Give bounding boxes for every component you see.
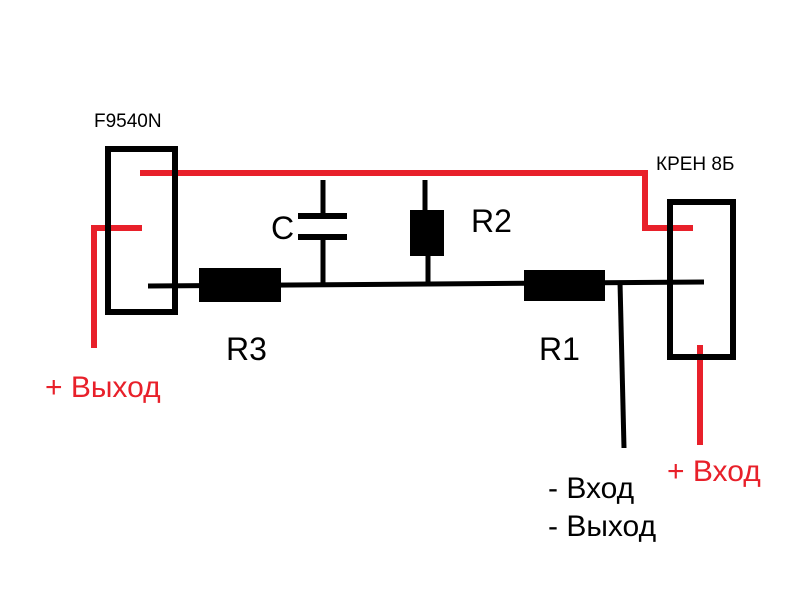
capacitor-label: C xyxy=(271,210,295,246)
plus-input-label: + Вход xyxy=(667,455,761,488)
positive-wires xyxy=(91,170,703,445)
resistor-r3-label: R3 xyxy=(226,331,267,367)
minus-input-label: - Вход xyxy=(548,472,635,505)
resistor-r1-body xyxy=(524,270,605,301)
left-chip-body xyxy=(105,146,178,315)
plus-output-label: + Выход xyxy=(45,371,161,404)
resistor-r3-body xyxy=(199,268,281,302)
plus-output-wire xyxy=(91,225,142,348)
right-chip-body xyxy=(667,199,736,360)
resistor-r2-label: R2 xyxy=(471,203,512,239)
resistor-r2-body xyxy=(410,210,444,256)
minus-input-wire xyxy=(617,281,627,449)
left-chip-label: F9540N xyxy=(94,111,162,132)
minus-output-label: - Выход xyxy=(548,510,657,543)
resistor-r1-label: R1 xyxy=(539,331,580,367)
right-chip-label: КРЕН 8Б xyxy=(656,154,735,175)
